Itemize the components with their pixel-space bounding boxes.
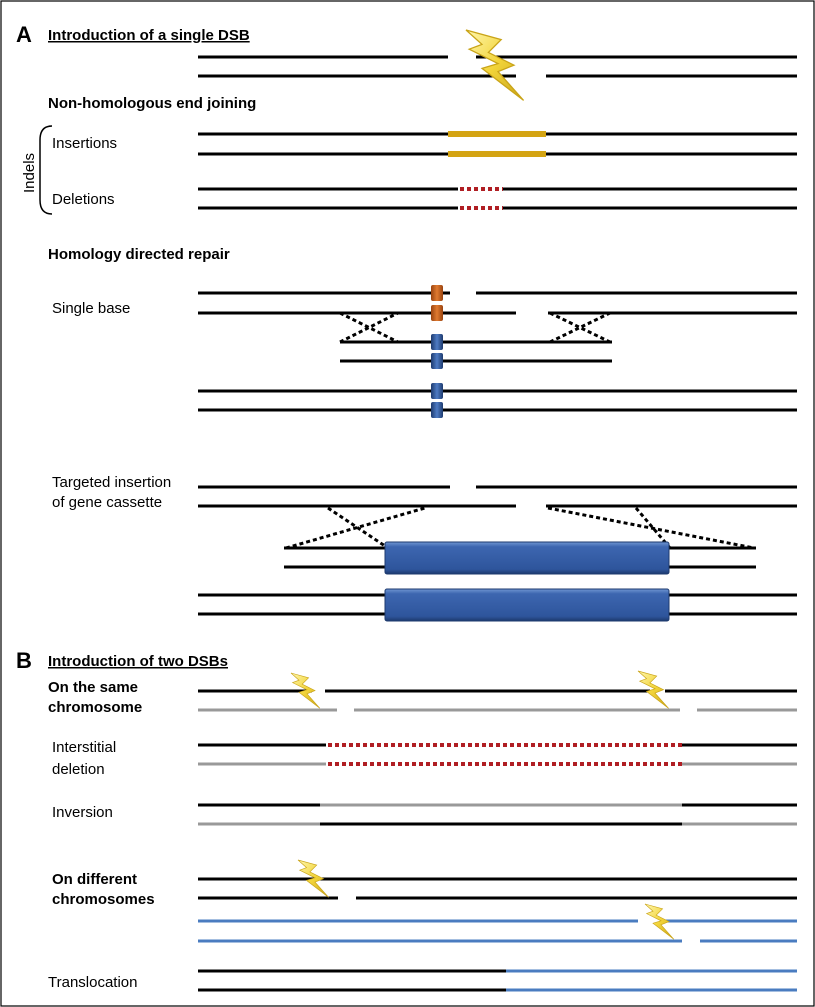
lightning-bolt-icon — [644, 903, 675, 940]
insertions-label: Insertions — [52, 135, 117, 152]
interstitial-deletion-dna — [198, 743, 797, 766]
single-base-target-dna — [198, 291, 797, 315]
insertion-dna — [198, 131, 797, 157]
mutant-base-bottom — [431, 305, 443, 321]
repaired-base-top — [431, 383, 443, 399]
deletions-label: Deletions — [52, 191, 115, 208]
same-chromosome-heading-line1: On the same — [48, 679, 138, 696]
targeted-insertion-label-line1: Targeted insertion — [52, 474, 171, 491]
panel-a-title: Introduction of a single DSB — [48, 27, 250, 44]
lightning-bolt-icon — [465, 29, 525, 102]
translocation-label: Translocation — [48, 974, 138, 991]
same-chromosome-heading-line2: chromosome — [48, 699, 142, 716]
deletion-dna — [198, 187, 797, 210]
single-base-crossovers — [339, 311, 611, 344]
targeted-insertion-label-line2: of gene cassette — [52, 494, 162, 511]
different-chromosomes-heading-line2: chromosomes — [52, 891, 155, 908]
dsb-dna — [198, 55, 797, 78]
same-chromosome-dsb-dna — [198, 689, 797, 712]
gene-cassette-inserted — [384, 588, 670, 622]
indels-bracket — [39, 125, 53, 215]
interstitial-deletion-label-line2: deletion — [52, 761, 105, 778]
repaired-base-bottom — [431, 402, 443, 418]
single-base-donor-dna — [340, 340, 612, 363]
donor-base-top — [431, 334, 443, 350]
interstitial-deletion-label-line1: Interstitial — [52, 739, 116, 756]
gene-cassette-donor — [384, 541, 670, 575]
hdr-heading: Homology directed repair — [48, 246, 230, 263]
cassette-crossovers — [285, 506, 755, 550]
panel-b-title: Introduction of two DSBs — [48, 653, 228, 670]
single-base-repaired-dna — [198, 389, 797, 412]
indels-label: Indels — [21, 153, 38, 193]
different-chromosomes-heading-line1: On different — [52, 871, 137, 888]
inversion-dna — [198, 803, 797, 826]
different-chromosomes-dna — [198, 877, 797, 943]
inversion-label: Inversion — [52, 804, 113, 821]
panel-a-letter: A — [16, 22, 32, 47]
panel-b-letter: B — [16, 648, 32, 673]
translocation-dna — [198, 969, 797, 992]
mutant-base-top — [431, 285, 443, 301]
cassette-target-dna — [198, 485, 797, 508]
single-base-label: Single base — [52, 300, 130, 317]
donor-base-bottom — [431, 353, 443, 369]
nhej-heading: Non-homologous end joining — [48, 95, 256, 112]
